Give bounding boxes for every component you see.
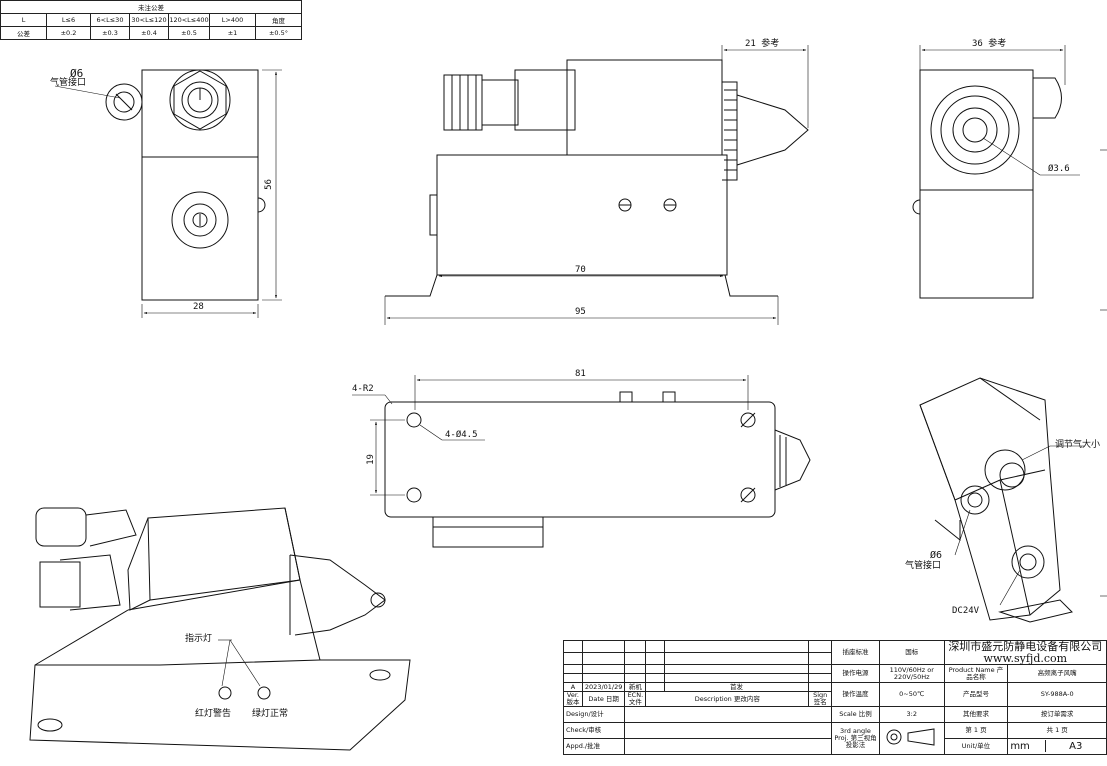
power-dc24v-label: DC24V: [952, 606, 980, 616]
projection-symbol-icon: [878, 721, 945, 755]
tol-value: ±0.4: [129, 26, 169, 40]
title-block: 插座标准 国标 深圳市盛元防静电设备有限公司 www.syfjd.com 操作电…: [562, 639, 1107, 755]
ver-header: Ver. 版本: [563, 691, 583, 707]
dim-ref-36: 36 参考: [972, 39, 1007, 49]
end-view: [912, 45, 1080, 299]
company-name: 深圳市盛元防静电设备有限公司: [948, 640, 1103, 653]
sheet-number: 第 1 页: [943, 721, 1009, 739]
other-value: 按订单需求: [1007, 705, 1107, 723]
dim-width-28: 28: [193, 302, 204, 312]
ecn-header: ECN. 文件: [624, 691, 647, 707]
sign-header: Sign 签名: [808, 691, 833, 707]
front-view: [54, 69, 282, 318]
product-name: 高频离子风嘴: [1007, 664, 1107, 684]
dim-length-95: 95: [575, 307, 586, 317]
power-label: 操作电源: [831, 664, 880, 684]
side-view: [384, 45, 809, 325]
std-value: 国标: [878, 639, 945, 666]
indicator-lamp-label: 指示灯: [185, 634, 213, 644]
other-label: 其他要求: [943, 705, 1009, 723]
dim-length-81: 81: [575, 369, 586, 379]
tolerance-table: 未注公差 L L≤6 6<L≤30 30<L≤120 120<L≤400 L>4…: [0, 0, 302, 40]
dim-radius-r2: 4-R2: [352, 384, 374, 394]
rev-description: 首发: [663, 682, 810, 693]
product-name-label: Product Name 产品名称: [943, 664, 1009, 684]
red-lamp-label: 红灯警告: [195, 709, 232, 719]
unit-value: mm: [1010, 740, 1030, 752]
temp-value: 0~50℃: [878, 682, 945, 707]
design-label: Design/设计: [562, 705, 626, 723]
pipe-inlet-label: 气管接口: [50, 78, 87, 88]
projection-label: 3rd angle Proj. 第三视角投影法: [831, 721, 880, 755]
dim-length-70: 70: [575, 265, 586, 275]
sheet-size: A3: [1069, 740, 1083, 752]
power-value: 110V/60Hz or 220V/50Hz: [878, 664, 945, 684]
scale-value: 3:2: [878, 705, 945, 723]
std-label: 插座标准: [831, 639, 880, 666]
green-lamp-label: 绿灯正常: [252, 709, 289, 719]
dim-holes: 4-Ø4.5: [445, 430, 478, 440]
dim-width-19: 19: [365, 454, 376, 465]
iso-pipe-inlet-label: 气管接口: [905, 561, 942, 571]
tol-value: ±0.5: [168, 26, 210, 40]
date-header: Date 日期: [581, 691, 626, 707]
temp-label: 操作温度: [831, 682, 880, 707]
check-label: Check/审核: [562, 721, 626, 739]
model-value: SY-988A-0: [1007, 682, 1107, 707]
top-view: [352, 375, 811, 548]
iso-small-view: [919, 377, 1085, 623]
model-label: 产品型号: [943, 682, 1009, 707]
company-website: www.syfjd.com: [983, 651, 1068, 665]
approve-label: Appd./批准: [562, 737, 626, 755]
sheet-total: 共 1 页: [1007, 721, 1107, 739]
dim-dia-3-6: Ø3.6: [1048, 164, 1070, 174]
adjust-airflow-label: 调节气大小: [1055, 440, 1101, 450]
unit-label: Unit/单位: [943, 737, 1009, 755]
scale-label: Scale 比例: [831, 705, 880, 723]
iso-large-view: [29, 507, 411, 751]
rev-date: 2023/01/29: [581, 682, 626, 693]
dim-ref-21: 21 参考: [745, 39, 780, 49]
dim-height-56: 56: [263, 179, 274, 190]
tol-value: ±0.5°: [255, 26, 302, 40]
description-header: Description 更改内容: [645, 691, 810, 707]
iso-pipe-dia-label: Ø6: [930, 550, 943, 561]
pipe-dia-label: Ø6: [70, 67, 84, 80]
